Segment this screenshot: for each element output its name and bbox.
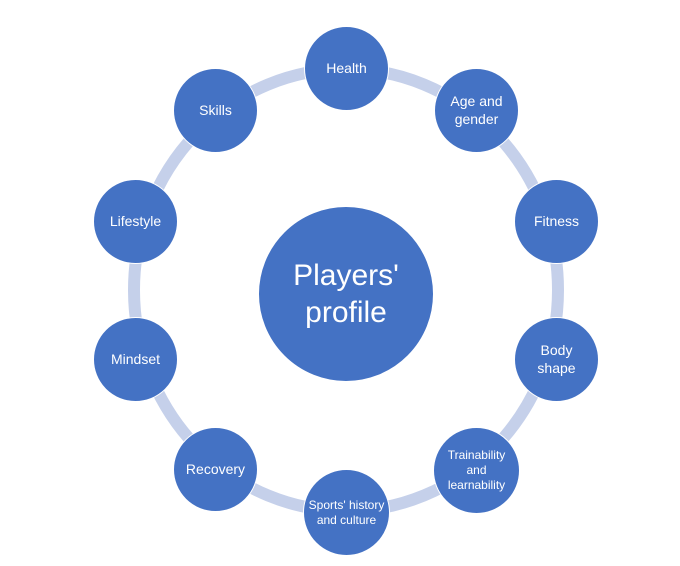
node-mindset: Mindset [93, 317, 178, 402]
node-sports-history-and-culture: Sports' history and culture [303, 469, 390, 556]
node-age-and-gender: Age and gender [434, 68, 519, 153]
node-lifestyle: Lifestyle [93, 179, 178, 264]
node-trainability-and-learnability: Trainability and learnability [433, 427, 520, 514]
node-body-shape: Body shape [514, 317, 599, 402]
node-fitness: Fitness [514, 179, 599, 264]
node-recovery: Recovery [173, 427, 258, 512]
node-health: Health [304, 26, 389, 111]
center-node-players-profile: Players' profile [258, 206, 434, 382]
node-skills: Skills [173, 68, 258, 153]
